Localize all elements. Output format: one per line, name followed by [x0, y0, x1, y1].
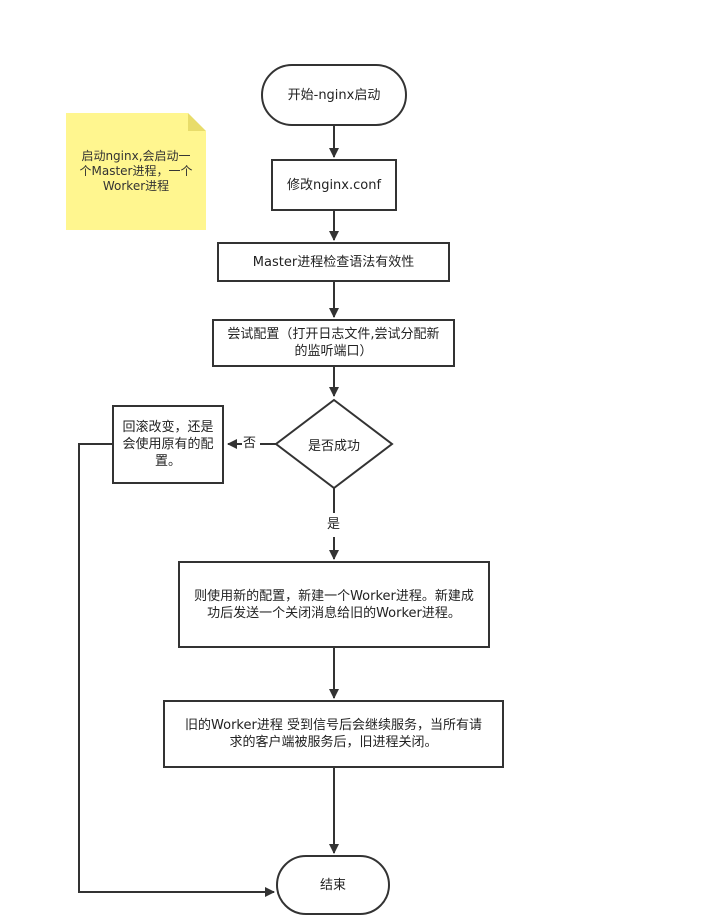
start-node: 开始-nginx启动 — [261, 64, 407, 126]
new-config-node: 则使用新的配置，新建一个Worker进程。新建成功后发送一个关闭消息给旧的Wor… — [178, 561, 490, 648]
modify-node: 修改nginx.conf — [271, 159, 397, 211]
yes-label: 是 — [327, 517, 341, 533]
decision-node: 是否成功 — [280, 430, 388, 458]
new-config-node-label: 则使用新的配置，新建一个Worker进程。新建成功后发送一个关闭消息给旧的Wor… — [194, 588, 474, 621]
sticky-note-text: 启动nginx,会启动一个Master进程，一个Worker进程 — [79, 149, 193, 193]
old-worker-node-label: 旧的Worker进程 受到信号后会继续服务，当所有请求的客户端被服务后，旧进程关… — [185, 718, 482, 750]
old-worker-node: 旧的Worker进程 受到信号后会继续服务，当所有请求的客户端被服务后，旧进程关… — [163, 700, 504, 768]
sticky-note: 启动nginx,会启动一个Master进程，一个Worker进程 — [66, 113, 206, 230]
decision-node-label: 是否成功 — [307, 438, 360, 454]
decision-diamond — [274, 398, 394, 490]
end-node: 结束 — [276, 855, 390, 915]
rollback-node-label: 回滚改变，还是会使用原有的配置。 — [122, 420, 214, 469]
sticky-note-fold — [188, 113, 206, 131]
start-node-label: 开始-nginx启动 — [287, 87, 381, 103]
edge-rollback-end — [78, 443, 275, 897]
check-node: Master进程检查语法有效性 — [217, 242, 450, 282]
no-label: 否 — [243, 436, 257, 452]
end-node-label: 结束 — [319, 877, 346, 893]
rollback-node: 回滚改变，还是会使用原有的配置。 — [112, 405, 224, 484]
modify-node-label: 修改nginx.conf — [286, 177, 382, 193]
try-node: 尝试配置（打开日志文件,尝试分配新的监听端口） — [212, 319, 455, 367]
check-node-label: Master进程检查语法有效性 — [252, 254, 415, 270]
try-node-label: 尝试配置（打开日志文件,尝试分配新的监听端口） — [227, 327, 440, 359]
